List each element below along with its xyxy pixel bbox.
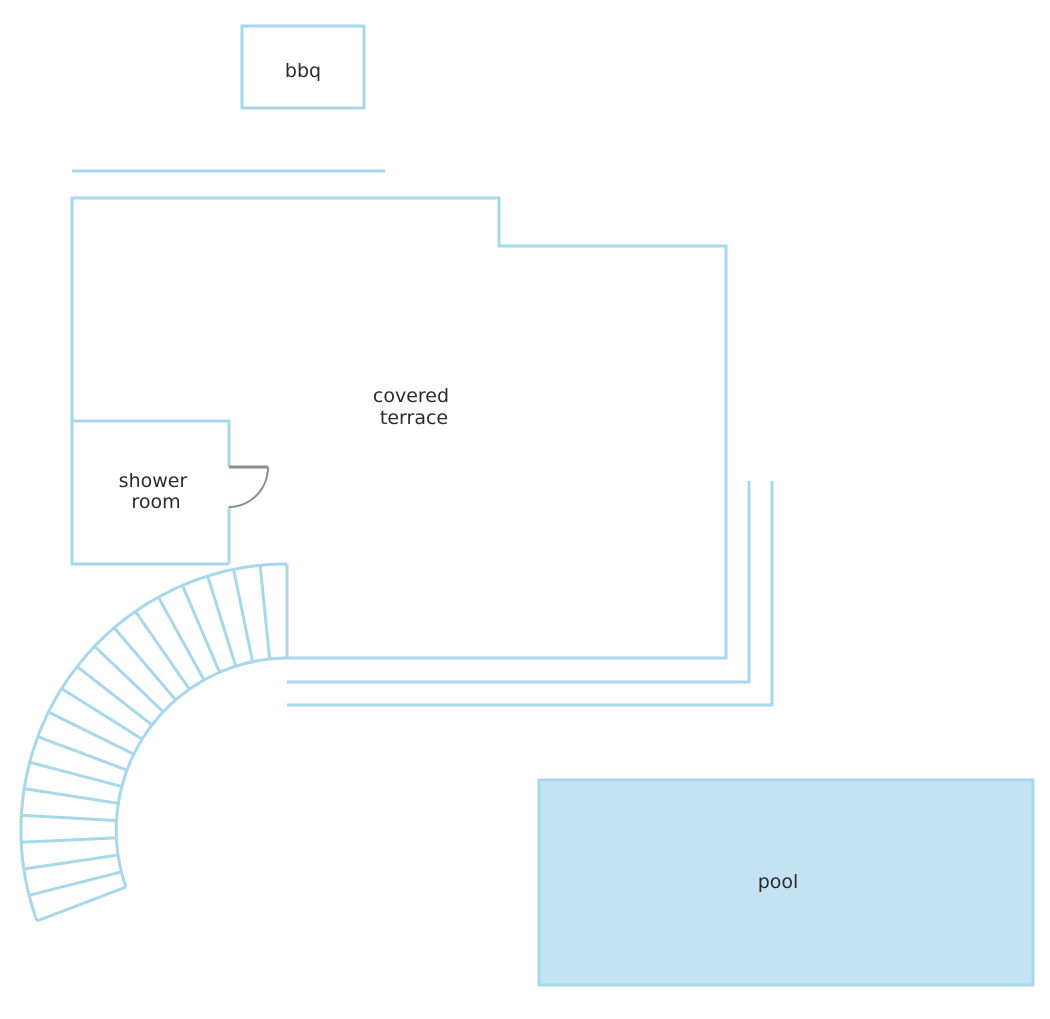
door-swing-arc — [228, 466, 269, 508]
stair-tread — [47, 710, 134, 756]
stair-tread — [113, 626, 177, 701]
stair-tread — [37, 735, 127, 772]
stair-tread — [258, 565, 272, 660]
step-line-2 — [287, 481, 774, 707]
shower-room: shower room — [72, 419, 269, 564]
stair-tread — [23, 853, 118, 871]
covered-terrace-label: covered terrace — [373, 385, 455, 429]
pool-basin — [537, 778, 1035, 987]
shower-room-label: shower room — [119, 470, 194, 513]
stair-tread — [21, 836, 116, 844]
pool: pool — [537, 778, 1035, 987]
bbq-area: bbq — [240, 24, 366, 110]
stair-tread — [21, 813, 116, 822]
stair-bottom-end — [36, 885, 127, 923]
stair-tread — [206, 575, 238, 667]
stair-outer-edge — [19, 562, 288, 922]
shower-room-walls — [72, 419, 231, 467]
stair-tread — [60, 687, 143, 740]
stair-tread — [134, 610, 191, 690]
bbq-outline — [240, 24, 366, 110]
step-line-1 — [287, 481, 751, 684]
covered-terrace: covered terrace — [70, 196, 728, 660]
curved-staircase — [19, 562, 289, 923]
stair-tread — [181, 584, 221, 673]
stair-tread — [28, 870, 121, 897]
stair-tread — [23, 787, 118, 805]
pool-label: pool — [758, 871, 799, 893]
stair-inner-edge — [114, 656, 288, 888]
terrace-outline — [70, 196, 728, 660]
stair-tread — [232, 569, 254, 662]
stair-tread — [156, 596, 206, 681]
bbq-label: bbq — [285, 60, 321, 82]
shower-door — [228, 465, 269, 508]
terrace-steps — [287, 481, 774, 707]
stair-tread — [76, 665, 153, 726]
stair-tread — [29, 760, 122, 788]
stair-tread — [93, 645, 164, 713]
